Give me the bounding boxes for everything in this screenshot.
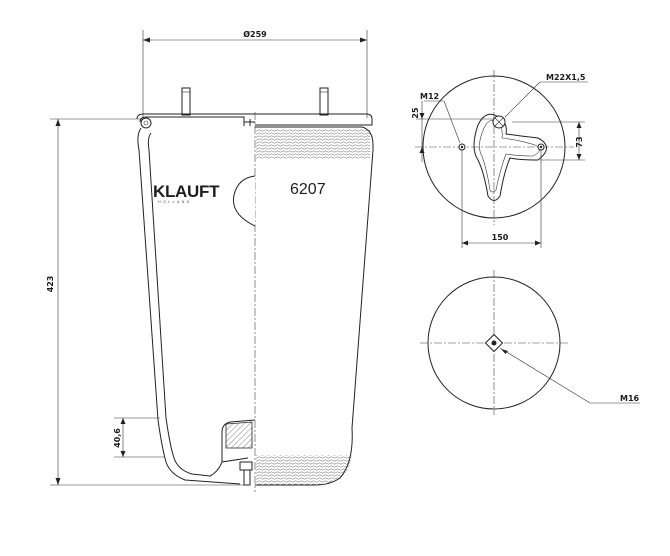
diameter-dimension: Ø259 bbox=[142, 29, 368, 118]
brand-logo: KLAUFT bbox=[153, 182, 220, 201]
part-number: 6207 bbox=[290, 181, 326, 198]
height-label: 423 bbox=[46, 276, 55, 293]
height-dimension: 423 bbox=[46, 118, 250, 486]
diameter-label: Ø259 bbox=[243, 29, 267, 39]
bead-plate bbox=[473, 113, 547, 201]
bottom-thread-label: M16 bbox=[620, 394, 640, 403]
piston-height-label: 40,6 bbox=[113, 428, 122, 448]
bolt-spacing-label: 150 bbox=[492, 233, 509, 242]
bottom-view: M16 bbox=[420, 270, 640, 415]
brand-subtitle: HOLLAND bbox=[158, 200, 192, 204]
piston-height-dimension: 40,6 bbox=[113, 417, 165, 458]
stud-thread-label: M12 bbox=[420, 92, 439, 101]
piston bbox=[221, 419, 256, 486]
top-view: 25 73 150 M12 M22X1,5 bbox=[411, 70, 588, 248]
section-cutout bbox=[232, 175, 256, 227]
right-offset-label: 73 bbox=[575, 136, 584, 147]
air-fitting-thread-label: M22X1,5 bbox=[546, 73, 586, 82]
mounting-studs bbox=[181, 87, 329, 116]
side-view: Ø259 423 bbox=[46, 29, 374, 492]
top-plate bbox=[136, 113, 373, 129]
bellows-exterior bbox=[255, 126, 374, 486]
bellows-section bbox=[137, 127, 249, 485]
top-offset-label: 25 bbox=[411, 107, 420, 119]
